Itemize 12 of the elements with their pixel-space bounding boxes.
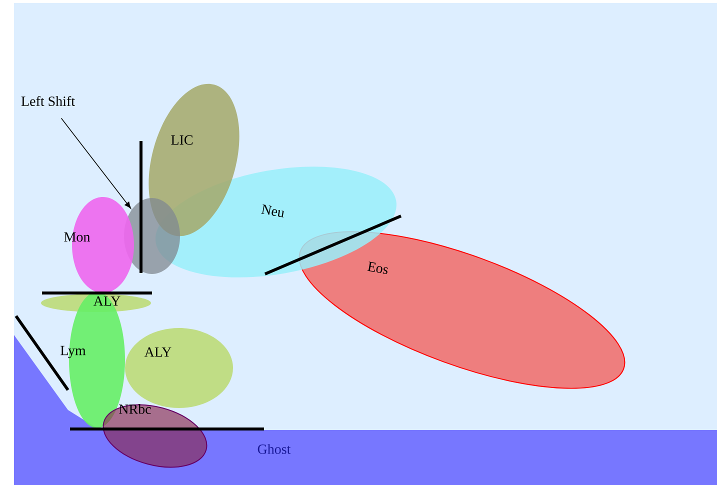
cluster-label: Neu — [261, 204, 284, 218]
cluster-label: Eos — [367, 262, 388, 274]
cluster-label: NRbc — [119, 404, 151, 414]
cluster-label: ALY — [144, 347, 172, 357]
cluster-label: LIC — [171, 135, 192, 145]
cluster-label: Mon — [64, 232, 90, 242]
ghost-region — [14, 335, 717, 485]
cluster-label: ALY — [93, 296, 120, 306]
arrow — [60, 118, 132, 209]
cluster-label: Ghost — [258, 444, 291, 454]
cell-cluster — [148, 84, 240, 236]
annotation-label: Left Shift — [21, 96, 75, 106]
